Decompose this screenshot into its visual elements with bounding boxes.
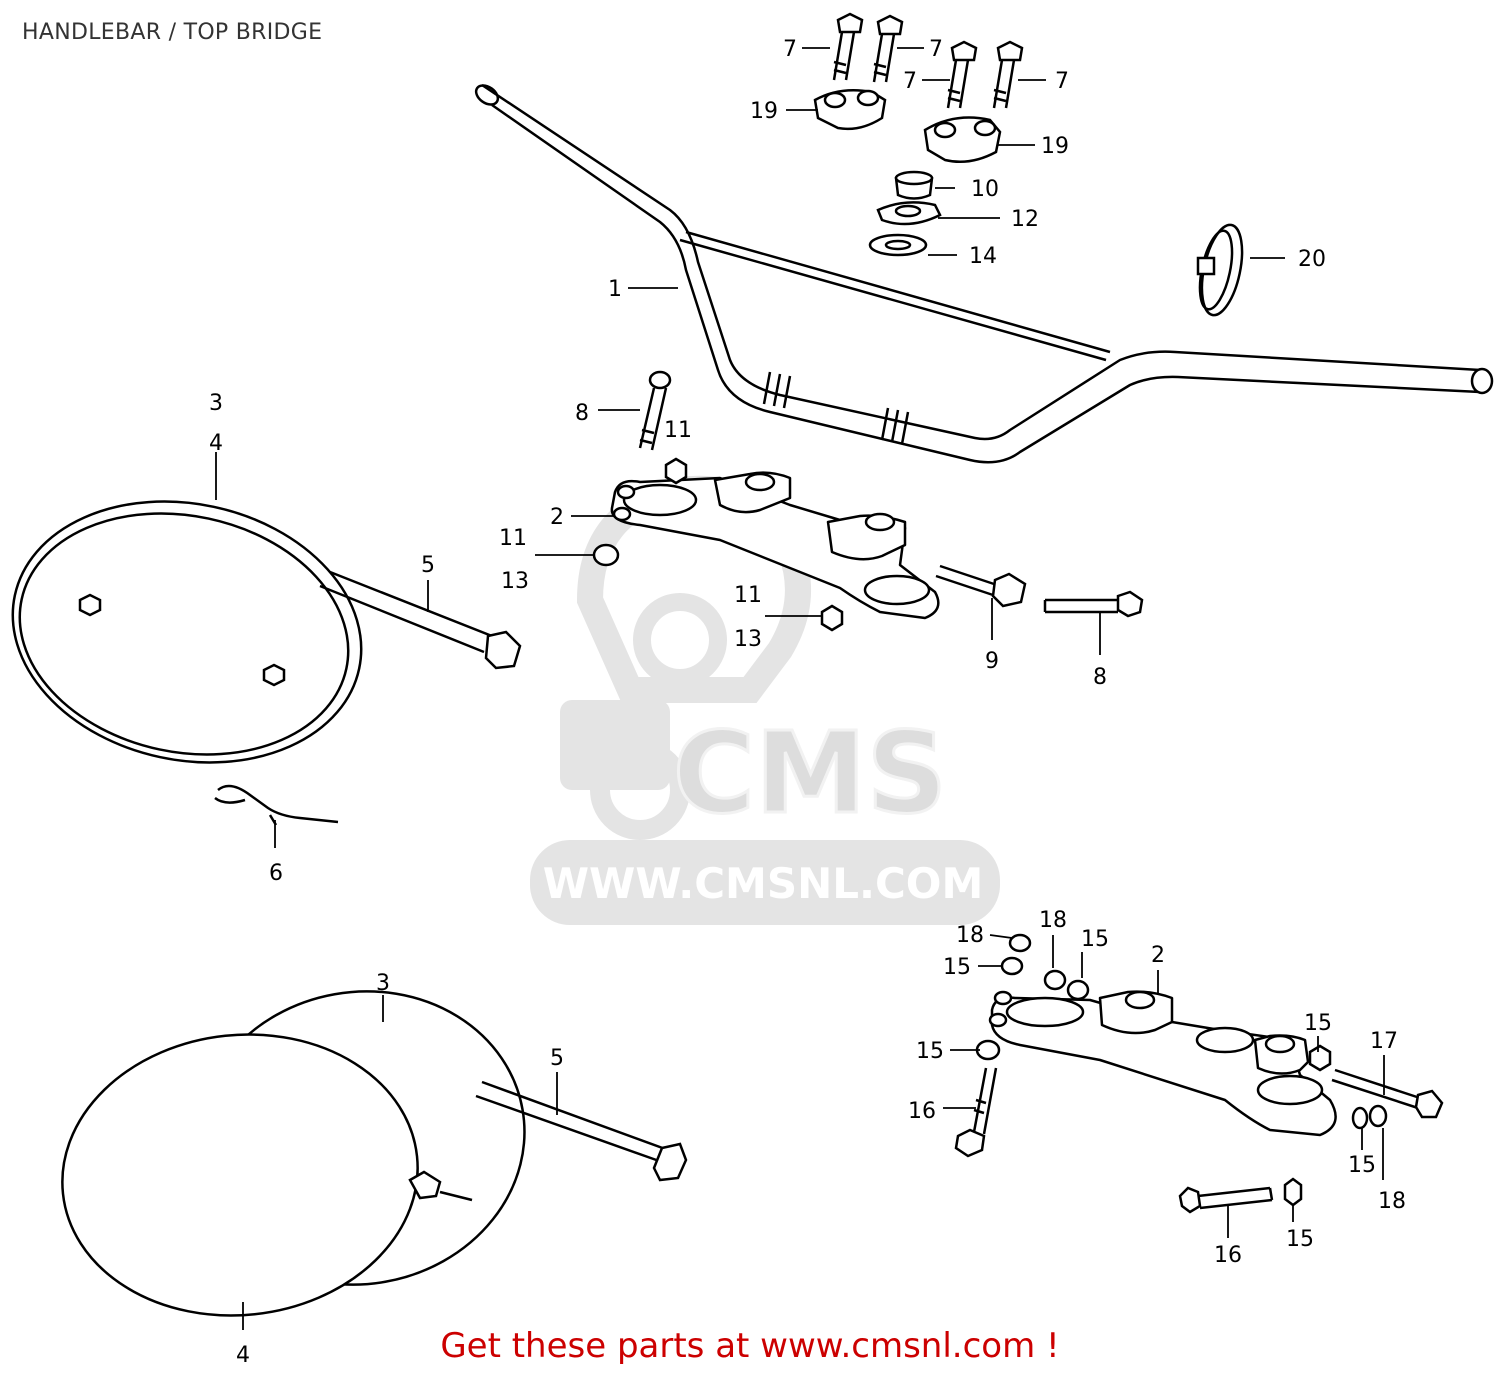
- callout-15: 15: [1304, 1011, 1332, 1036]
- callout-labels: 7 7 7 7 19 19 10 12 14 20 1 8 11 2 11 13…: [209, 37, 1406, 1368]
- diagram-title: HANDLEBAR / TOP BRIDGE: [22, 20, 323, 45]
- upper-bolts: [832, 12, 1024, 109]
- callout-5: 5: [550, 1046, 564, 1071]
- handlebar-holders: [813, 89, 1002, 163]
- leader-lines: [215, 47, 1385, 1330]
- callout-20: 20: [1298, 247, 1326, 272]
- callout-12: 12: [1011, 207, 1039, 232]
- callout-7: 7: [783, 37, 797, 62]
- bolt-7b: [872, 14, 904, 83]
- mirror-upper: [11, 500, 522, 826]
- callout-13: 13: [501, 569, 529, 594]
- callout-10: 10: [971, 177, 999, 202]
- callout-3: 3: [209, 391, 223, 416]
- callout-2: 2: [1151, 943, 1165, 968]
- callout-4: 4: [209, 431, 223, 456]
- callout-19: 19: [750, 99, 778, 124]
- cms-watermark: CMS WWW.CMSNL.COM: [530, 475, 1000, 925]
- callout-8: 8: [1093, 665, 1107, 690]
- upper-fasteners: [592, 370, 1144, 632]
- callout-13: 13: [734, 627, 762, 652]
- callout-3: 3: [376, 971, 390, 996]
- bolt-7a: [832, 12, 864, 81]
- callout-11: 11: [734, 583, 762, 608]
- callout-18: 18: [1039, 908, 1067, 933]
- callout-18: 18: [1378, 1189, 1406, 1214]
- callout-5: 5: [421, 553, 435, 578]
- callout-15: 15: [1286, 1227, 1314, 1252]
- lower-fasteners: [954, 933, 1444, 1214]
- cable-band: [1196, 223, 1244, 317]
- bolt-7c: [946, 40, 978, 109]
- callout-11: 11: [499, 526, 527, 551]
- callout-7: 7: [929, 37, 943, 62]
- callout-8: 8: [575, 401, 589, 426]
- mirror-lower: [61, 990, 688, 1317]
- callout-2: 2: [550, 505, 564, 530]
- callout-7: 7: [903, 69, 917, 94]
- callout-6: 6: [269, 861, 283, 886]
- bolt-7d: [992, 40, 1024, 109]
- handlebar: [474, 83, 1494, 464]
- watermark-brand: CMS: [673, 709, 947, 839]
- callout-16: 16: [908, 1099, 936, 1124]
- callout-15: 15: [1081, 927, 1109, 952]
- callout-14: 14: [969, 244, 997, 269]
- top-bridge-upper: [610, 471, 940, 620]
- callout-4: 4: [236, 1343, 250, 1368]
- callout-15: 15: [1348, 1153, 1376, 1178]
- top-bridge-lower: [988, 990, 1337, 1137]
- callout-16: 16: [1214, 1243, 1242, 1268]
- callout-1: 1: [608, 277, 622, 302]
- callout-19: 19: [1041, 134, 1069, 159]
- callout-15: 15: [943, 955, 971, 980]
- callout-9: 9: [985, 649, 999, 674]
- callout-11: 11: [664, 418, 692, 443]
- callout-17: 17: [1370, 1029, 1398, 1054]
- callout-7: 7: [1055, 69, 1069, 94]
- callout-18: 18: [956, 923, 984, 948]
- callout-15: 15: [916, 1039, 944, 1064]
- stem-nut-washers: [868, 170, 942, 257]
- watermark-url: WWW.CMSNL.COM: [543, 859, 984, 908]
- footer-link[interactable]: Get these parts at www.cmsnl.com !: [440, 1326, 1060, 1366]
